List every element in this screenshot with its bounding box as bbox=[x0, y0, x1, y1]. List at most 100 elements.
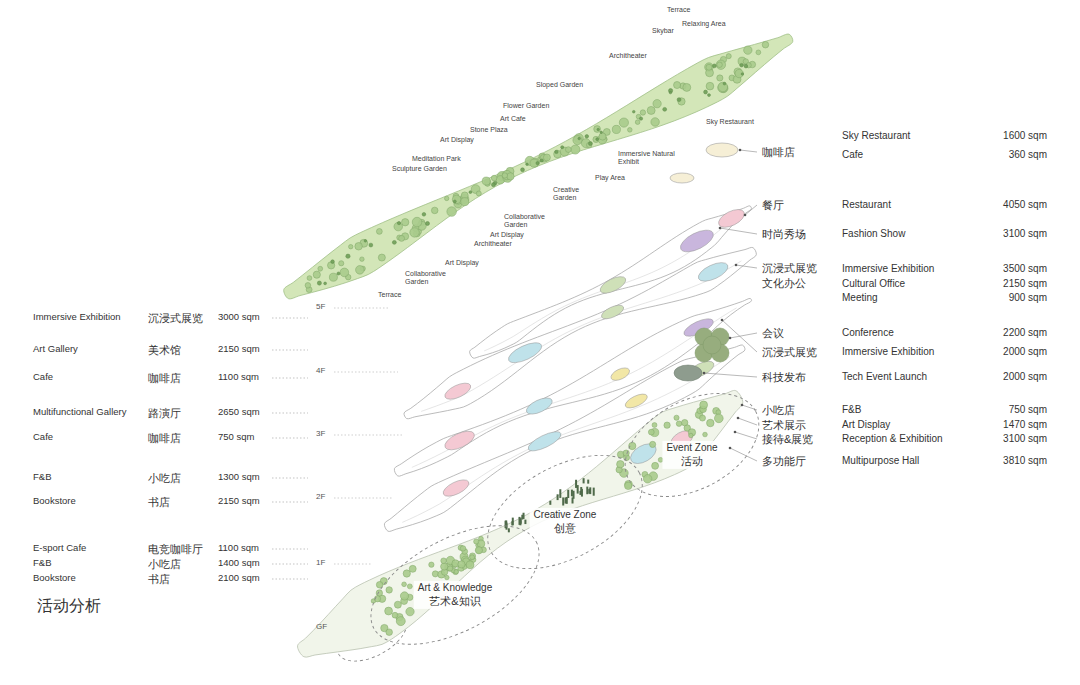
floor-slab bbox=[384, 345, 745, 532]
program-name: Art Gallery bbox=[33, 344, 78, 355]
roof-tree bbox=[318, 266, 323, 271]
leader-line bbox=[730, 333, 757, 338]
creative-pillar bbox=[567, 490, 569, 498]
area-value: 1300 sqm bbox=[218, 472, 260, 483]
area-value: 2650 sqm bbox=[218, 407, 260, 418]
roof-tree bbox=[502, 173, 507, 178]
roof-tree bbox=[313, 271, 320, 278]
program-patch bbox=[716, 206, 747, 231]
zone-text: Event Zone活动 bbox=[662, 441, 721, 469]
roof-tree bbox=[571, 145, 580, 154]
creative-pillar bbox=[549, 501, 551, 505]
leader-line bbox=[272, 478, 308, 479]
ground-tree bbox=[652, 462, 659, 469]
roof-tree bbox=[718, 83, 728, 93]
roof-tree bbox=[307, 276, 312, 281]
floor-guide-line bbox=[334, 498, 392, 499]
roof-tree bbox=[640, 110, 645, 115]
roof-shrub bbox=[578, 137, 580, 139]
roof-shrub bbox=[337, 272, 340, 275]
roof-shrub bbox=[639, 117, 642, 120]
space-label: Architheater bbox=[609, 52, 647, 60]
area-value: 1100 sqm bbox=[218, 372, 259, 383]
roof-shrub bbox=[392, 240, 396, 244]
roof-shrub bbox=[585, 135, 589, 139]
area-value: 2150 sqm bbox=[218, 344, 260, 355]
leader-line bbox=[272, 579, 308, 580]
program-name: Cafe bbox=[33, 432, 53, 443]
floor-slab bbox=[404, 247, 756, 418]
roof-tree bbox=[410, 228, 419, 237]
zone-region: Art & Knowledge艺术&知识 bbox=[365, 525, 545, 645]
creative-pillar bbox=[562, 497, 564, 505]
roof-garden-slab bbox=[284, 34, 793, 299]
roof-shrub bbox=[397, 221, 400, 224]
roof-tree bbox=[565, 147, 571, 153]
creative-pillar bbox=[583, 478, 585, 483]
area-value: 3500 sqm bbox=[1003, 263, 1047, 275]
ground-tree bbox=[445, 575, 449, 579]
program-name-cn: 接待&展览 bbox=[762, 433, 813, 446]
area-value: 3100 sqm bbox=[1003, 433, 1047, 445]
program-name-cn: 电竞咖啡厅 bbox=[148, 543, 203, 555]
roof-tree bbox=[360, 257, 364, 261]
leader-line bbox=[735, 432, 757, 439]
roof-tree bbox=[706, 64, 712, 70]
roof-shrub bbox=[588, 142, 592, 146]
creative-pillar bbox=[575, 480, 577, 488]
ground-tree bbox=[476, 547, 482, 553]
space-label: Meditation Park bbox=[412, 155, 461, 163]
roof-tree bbox=[744, 46, 752, 54]
zone-name-cn: 创意 bbox=[534, 521, 597, 535]
ground-tree bbox=[648, 429, 654, 435]
space-label: Art Display bbox=[445, 259, 479, 267]
creative-pillar bbox=[511, 521, 513, 525]
zone-name: Art & Knowledge bbox=[418, 582, 493, 595]
program-patch bbox=[443, 380, 473, 403]
zone-name-cn: 活动 bbox=[666, 454, 717, 468]
ground-tree bbox=[617, 460, 624, 467]
roof-tree bbox=[452, 195, 461, 204]
area-value: 2200 sqm bbox=[1003, 327, 1047, 339]
zone-outline bbox=[352, 501, 558, 669]
leader-line bbox=[272, 502, 308, 503]
creative-pillar bbox=[505, 520, 507, 527]
leader-line bbox=[272, 438, 308, 439]
space-label: Skybar bbox=[652, 27, 674, 35]
creative-pillar bbox=[508, 528, 510, 532]
roof-shrub bbox=[536, 161, 539, 164]
area-value: 2100 sqm bbox=[218, 573, 260, 584]
roof-tree bbox=[762, 41, 769, 48]
roof-tree bbox=[586, 142, 591, 147]
program-name: F&B bbox=[842, 404, 861, 416]
roof-shrub bbox=[708, 94, 711, 97]
ground-tree bbox=[376, 590, 382, 596]
ground-tree bbox=[403, 570, 410, 577]
roof-tree bbox=[619, 118, 628, 127]
space-label: Flower Garden bbox=[503, 102, 549, 110]
roof-tree bbox=[491, 175, 497, 181]
roof-tree bbox=[356, 266, 365, 275]
floor-guide-line bbox=[334, 308, 390, 309]
space-label: Terrace bbox=[667, 6, 690, 14]
ground-tree bbox=[429, 562, 434, 567]
program-patches bbox=[441, 143, 747, 500]
leader-line bbox=[272, 378, 308, 379]
ground-tree bbox=[400, 592, 408, 600]
floor-label: 5F bbox=[316, 302, 325, 311]
program-name-cn: 艺术展示 bbox=[762, 419, 806, 432]
program-name-cn: 美术馆 bbox=[148, 344, 181, 356]
ground-tree bbox=[650, 441, 656, 447]
roof-tree bbox=[717, 62, 723, 68]
zone-name-cn: 艺术&知识 bbox=[418, 594, 493, 608]
space-label: Art Display bbox=[490, 231, 524, 239]
area-value: 2000 sqm bbox=[1003, 371, 1047, 383]
program-name-cn: 科技发布 bbox=[762, 371, 806, 384]
roof-shrub bbox=[677, 98, 681, 102]
roof-tree bbox=[573, 136, 582, 145]
leader-dot bbox=[729, 447, 732, 450]
roof-shrub bbox=[540, 159, 543, 162]
slab-detail-line bbox=[421, 261, 741, 412]
roof-tree bbox=[349, 244, 353, 248]
leader-line bbox=[272, 564, 308, 565]
